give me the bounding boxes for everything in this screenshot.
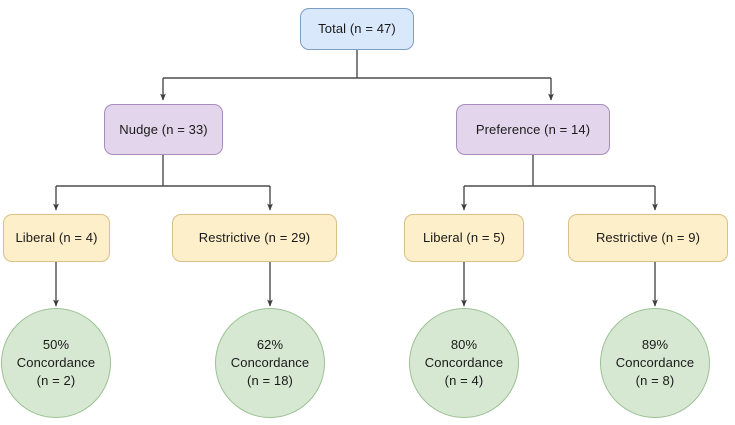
- node-outcome-3-percent: 80%: [450, 337, 478, 353]
- node-outcome-2-count: (n = 18): [247, 372, 293, 388]
- node-nudge-liberal[interactable]: Liberal (n = 4): [3, 214, 110, 262]
- node-outcome-4[interactable]: 89% Concordance (n = 8): [600, 308, 710, 418]
- node-outcome-4-text: 89% Concordance (n = 8): [616, 336, 694, 390]
- node-outcome-3-count: (n = 4): [444, 372, 484, 388]
- node-outcome-3-metric: Concordance: [424, 355, 504, 371]
- node-total-label: Total (n = 47): [318, 21, 396, 37]
- node-nudge[interactable]: Nudge (n = 33): [104, 104, 223, 155]
- node-outcome-4-count: (n = 8): [635, 372, 675, 388]
- node-nudge-label: Nudge (n = 33): [119, 121, 208, 137]
- node-outcome-1-count: (n = 2): [36, 372, 76, 388]
- node-outcome-1[interactable]: 50% Concordance (n = 2): [1, 308, 111, 418]
- node-outcome-1-percent: 50%: [42, 337, 70, 353]
- node-preference-restrictive[interactable]: Restrictive (n = 9): [568, 214, 728, 262]
- node-outcome-3[interactable]: 80% Concordance (n = 4): [409, 308, 519, 418]
- node-outcome-2[interactable]: 62% Concordance (n = 18): [215, 308, 325, 418]
- node-outcome-1-text: 50% Concordance (n = 2): [17, 336, 95, 390]
- node-preference-liberal[interactable]: Liberal (n = 5): [404, 214, 524, 262]
- node-preference[interactable]: Preference (n = 14): [456, 104, 610, 155]
- node-nudge-restrictive-label: Restrictive (n = 29): [198, 230, 311, 246]
- node-total[interactable]: Total (n = 47): [300, 8, 414, 50]
- node-nudge-liberal-label: Liberal (n = 4): [15, 230, 98, 246]
- node-preference-liberal-label: Liberal (n = 5): [422, 230, 506, 246]
- node-outcome-3-text: 80% Concordance (n = 4): [425, 336, 503, 390]
- node-outcome-1-metric: Concordance: [16, 355, 96, 371]
- node-outcome-2-percent: 62%: [256, 337, 284, 353]
- node-preference-label: Preference (n = 14): [475, 121, 591, 137]
- node-preference-restrictive-label: Restrictive (n = 9): [595, 230, 701, 246]
- node-outcome-4-metric: Concordance: [615, 355, 695, 371]
- node-outcome-2-text: 62% Concordance (n = 18): [231, 336, 309, 390]
- node-nudge-restrictive[interactable]: Restrictive (n = 29): [172, 214, 337, 262]
- node-outcome-4-percent: 89%: [641, 337, 669, 353]
- node-outcome-2-metric: Concordance: [230, 355, 310, 371]
